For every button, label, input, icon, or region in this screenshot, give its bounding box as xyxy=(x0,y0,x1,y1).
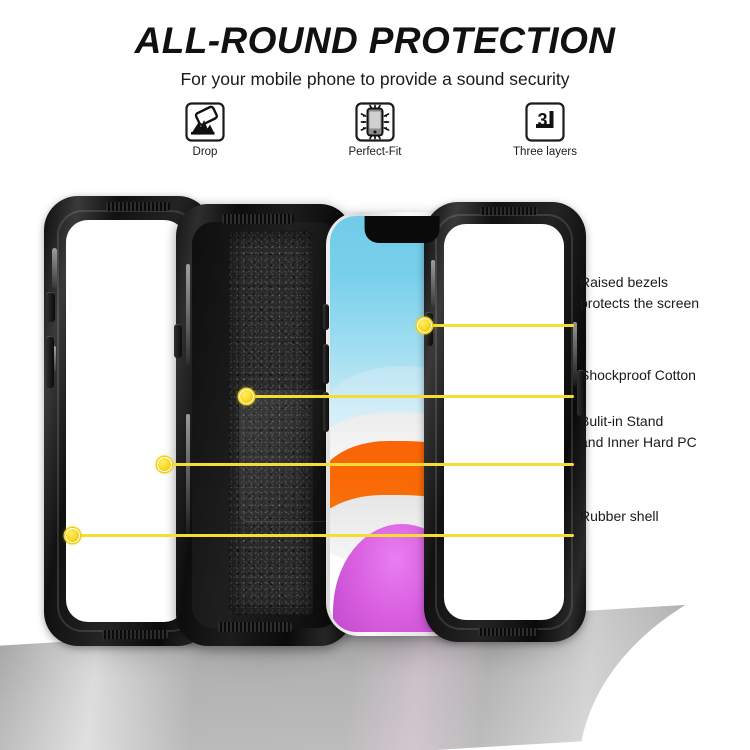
feature-badge-drop: Drop xyxy=(157,102,253,158)
callout-dot-built-in-stand[interactable] xyxy=(157,457,172,472)
callout-line-built-in-stand xyxy=(164,463,574,466)
callout-text-line: Bulit-in Stand xyxy=(580,413,664,429)
rubber-shell-volume-cutout xyxy=(46,336,54,388)
hard-pc-top-grill xyxy=(222,214,294,224)
callout-text-line: and Inner Hard PC xyxy=(580,434,697,450)
feature-badge-label: Perfect-Fit xyxy=(348,146,402,158)
svg-text:3: 3 xyxy=(537,110,547,130)
bumper-top-grill xyxy=(480,207,538,215)
feature-badge-label: Drop xyxy=(192,146,218,158)
shockproof-cotton-pad xyxy=(228,230,314,616)
drop-impact-icon xyxy=(185,102,225,142)
hard-pc-button-cutout xyxy=(174,324,182,358)
rubber-shell-highlight xyxy=(52,346,56,372)
callout-text-line: protects the screen xyxy=(580,295,700,311)
callout-dot-shockproof-cotton[interactable] xyxy=(239,389,254,404)
bumper-rim xyxy=(435,214,573,630)
phone-volume-down xyxy=(323,392,329,432)
hard-pc-highlight xyxy=(186,264,190,364)
phone-volume-up xyxy=(323,344,329,384)
phone-notch xyxy=(364,216,440,244)
hard-pc-highlight xyxy=(186,414,190,534)
layer-inner-hard-pc-case xyxy=(174,204,352,646)
page-title: ALL-ROUND PROTECTION xyxy=(134,20,616,61)
feature-badge-perfect-fit: Perfect-Fit xyxy=(327,102,423,158)
callout-text-line: Rubber shell xyxy=(580,508,659,524)
layer-front-bumper-frame xyxy=(424,202,586,642)
page-subtitle: For your mobile phone to provide a sound… xyxy=(180,68,570,89)
bumper-highlight xyxy=(573,322,577,386)
rubber-shell-top-grill xyxy=(106,202,170,211)
perfect-fit-icon xyxy=(355,102,395,142)
callout-label-built-in-stand: Bulit-in Stand and Inner Hard PC xyxy=(580,411,697,453)
phone-mute-switch xyxy=(323,304,329,330)
header: ALL-ROUND PROTECTION For your mobile pho… xyxy=(0,0,750,90)
built-in-stand xyxy=(239,389,331,523)
bumper-window xyxy=(444,224,564,620)
callout-dot-rubber-shell[interactable] xyxy=(65,528,80,543)
callout-label-raised-bezels: Raised bezels protects the screen xyxy=(580,272,699,314)
rubber-shell-button-cutout xyxy=(46,292,55,322)
bumper-bottom-grill xyxy=(478,628,538,636)
feature-badge-list: Drop xyxy=(0,102,750,158)
feature-badge-label: Three layers xyxy=(513,146,577,158)
callout-text-line: Raised bezels xyxy=(580,274,668,290)
rubber-shell-bottom-grill xyxy=(102,630,168,639)
callout-label-rubber-shell: Rubber shell xyxy=(580,506,659,527)
bumper-highlight xyxy=(431,260,435,306)
rubber-shell-window xyxy=(66,220,186,622)
callout-text-line: Shockproof Cotton xyxy=(580,367,696,383)
three-layers-icon: 3 xyxy=(525,102,565,142)
callout-dot-raised-bezels[interactable] xyxy=(417,318,432,333)
callout-line-shockproof-cotton xyxy=(246,395,574,398)
hard-pc-bottom-grill xyxy=(218,622,292,632)
callout-label-shockproof-cotton: Shockproof Cotton xyxy=(580,365,696,386)
feature-badge-three-layers: 3 Three layers xyxy=(497,102,593,158)
rubber-shell-highlight xyxy=(52,248,57,288)
bumper-power-cutout xyxy=(577,370,585,416)
callout-line-rubber-shell xyxy=(72,534,574,537)
callout-line-raised-bezels xyxy=(424,324,574,327)
